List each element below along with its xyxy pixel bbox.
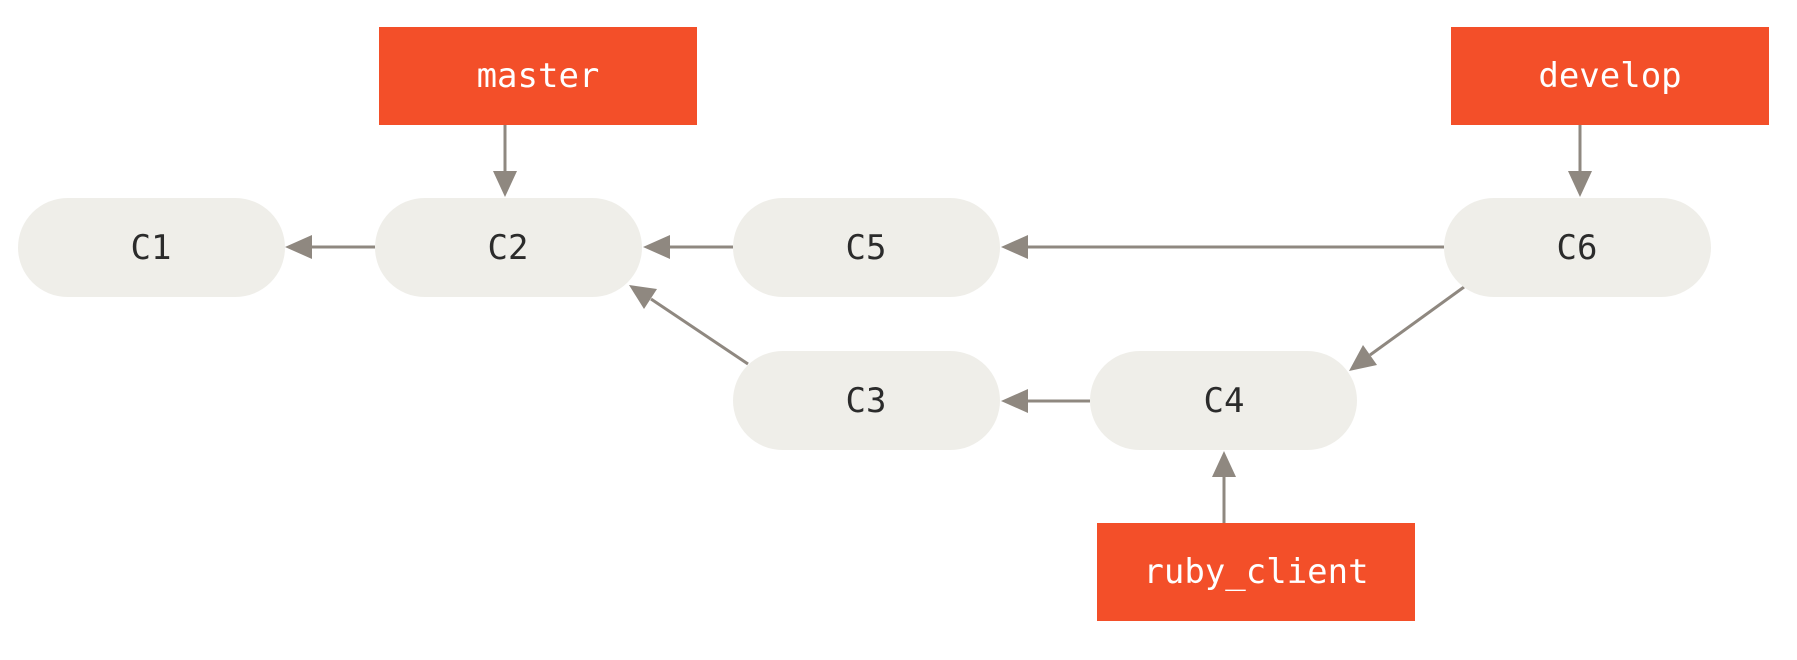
edge-c2-to-c1 <box>285 235 375 259</box>
branch-develop: develop <box>1451 27 1769 125</box>
edge-c3-to-c2 <box>629 285 749 366</box>
edge-ruby-client-to-c4 <box>1212 451 1236 523</box>
commit-c5: C5 <box>733 198 1000 297</box>
commit-c2: C2 <box>375 198 642 297</box>
branch-master: master <box>379 27 697 125</box>
edge-master-to-c2 <box>493 125 517 197</box>
commit-label: C5 <box>846 228 887 268</box>
commit-c3: C3 <box>733 351 1000 450</box>
commit-label: C6 <box>1557 228 1598 268</box>
commit-c4: C4 <box>1090 351 1357 450</box>
edge-c6-to-c5 <box>1001 235 1444 259</box>
branch-label: master <box>477 56 600 96</box>
commit-c1: C1 <box>18 198 285 297</box>
commit-label: C1 <box>131 228 172 268</box>
commit-label: C4 <box>1204 381 1245 421</box>
commit-c6: C6 <box>1444 198 1711 297</box>
edge-c5-to-c2 <box>643 235 733 259</box>
edge-develop-to-c6 <box>1568 125 1592 197</box>
edge-c6-to-c4 <box>1349 285 1465 371</box>
branch-label: develop <box>1538 56 1681 96</box>
commit-label: C2 <box>488 228 529 268</box>
branch-label: ruby_client <box>1143 552 1368 592</box>
commit-label: C3 <box>846 381 887 421</box>
edge-c4-to-c3 <box>1001 389 1090 413</box>
branch-ruby-client: ruby_client <box>1097 523 1415 621</box>
